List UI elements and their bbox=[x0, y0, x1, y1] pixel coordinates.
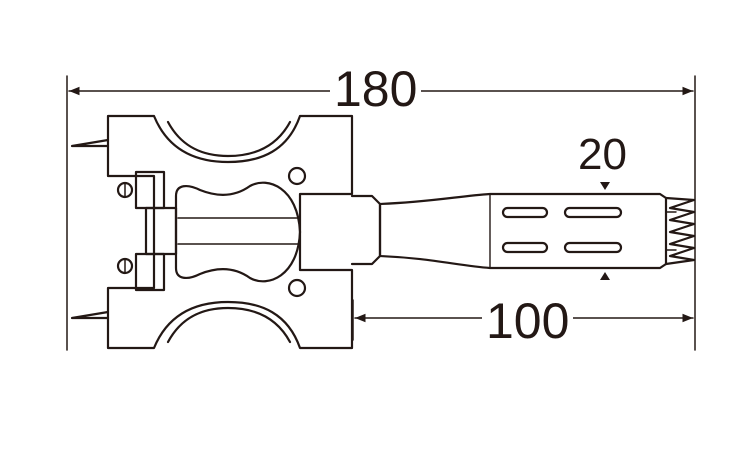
frame-upper-inner-curve bbox=[166, 120, 292, 158]
grip-slot bbox=[563, 206, 623, 219]
central-clamp bbox=[174, 181, 302, 283]
overall-length-label: 180 bbox=[330, 64, 422, 114]
upper-bracket bbox=[134, 170, 166, 210]
lower-pin-icon bbox=[70, 310, 110, 320]
center-plate bbox=[144, 206, 178, 256]
frame-body bbox=[106, 114, 354, 350]
lower-bracket bbox=[134, 252, 166, 292]
upper-pin-icon bbox=[70, 138, 110, 148]
handle-collar bbox=[350, 194, 382, 266]
frame-upper-hole-icon bbox=[287, 166, 307, 186]
width-marker-top bbox=[600, 182, 610, 190]
grip-slot bbox=[563, 241, 623, 254]
frame-lower-inner-curve bbox=[166, 306, 292, 344]
serrated-tip bbox=[664, 196, 696, 266]
width-marker-bottom bbox=[600, 272, 610, 280]
tip-width-label: 20 bbox=[578, 130, 627, 179]
handle-body bbox=[378, 192, 668, 270]
handle-length-label: 100 bbox=[482, 296, 574, 346]
frame-lower-hole-icon bbox=[287, 278, 307, 298]
grip-slot bbox=[501, 206, 549, 219]
grip-slot bbox=[501, 241, 549, 254]
